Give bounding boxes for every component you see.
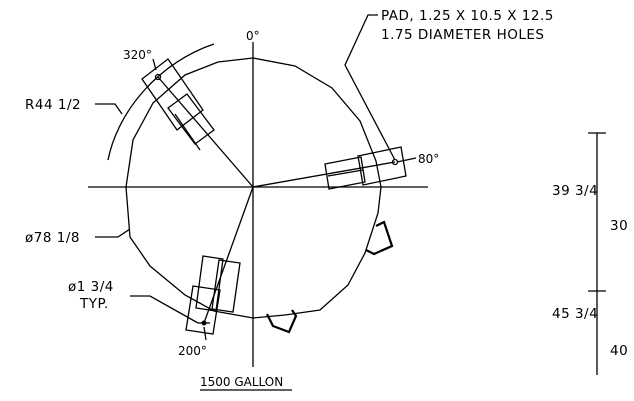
- pad-note-line2: 1.75 DIAMETER HOLES: [381, 27, 544, 43]
- radius-leader: [95, 103, 123, 115]
- angle-200-label: 200°: [178, 344, 207, 358]
- angle-80-label: 80°: [418, 152, 439, 166]
- radial-line-200: [203, 186, 254, 324]
- hole-leader: [130, 295, 199, 324]
- leg-pad-80: [324, 146, 407, 190]
- pad-note-line1: PAD, 1.25 X 10.5 X 12.5: [381, 8, 554, 24]
- drawing-title: 1500 GALLON: [200, 375, 283, 389]
- dim-lower: 45 3/4: [552, 306, 598, 322]
- pad-note-leader: [344, 14, 396, 161]
- radial-line-320: [157, 76, 254, 188]
- angle-0-label: 0°: [246, 29, 260, 43]
- lug-bottom: [266, 309, 298, 334]
- leader-320: [152, 58, 157, 71]
- leg-pad-200: [185, 255, 241, 335]
- leader-80: [396, 157, 417, 163]
- hole-label-line1: ø1 3/4: [68, 279, 114, 295]
- leg-pad-320: [141, 58, 215, 151]
- side-view-dimensions: [588, 132, 606, 375]
- angle-320-label: 320°: [123, 48, 152, 62]
- lug-right: [365, 220, 394, 256]
- diameter-label: ø78 1/8: [25, 230, 80, 246]
- radius-arc: [107, 43, 215, 161]
- diameter-leader: [95, 228, 131, 238]
- hole-label-line2: TYP.: [79, 296, 109, 312]
- dim-upper-sub: 30: [610, 218, 628, 234]
- radius-label: R44 1/2: [25, 97, 81, 113]
- dim-lower-sub: 40: [610, 343, 628, 359]
- dim-upper: 39 3/4: [552, 183, 598, 199]
- leader-200: [203, 326, 207, 341]
- radial-line-80: [252, 161, 396, 188]
